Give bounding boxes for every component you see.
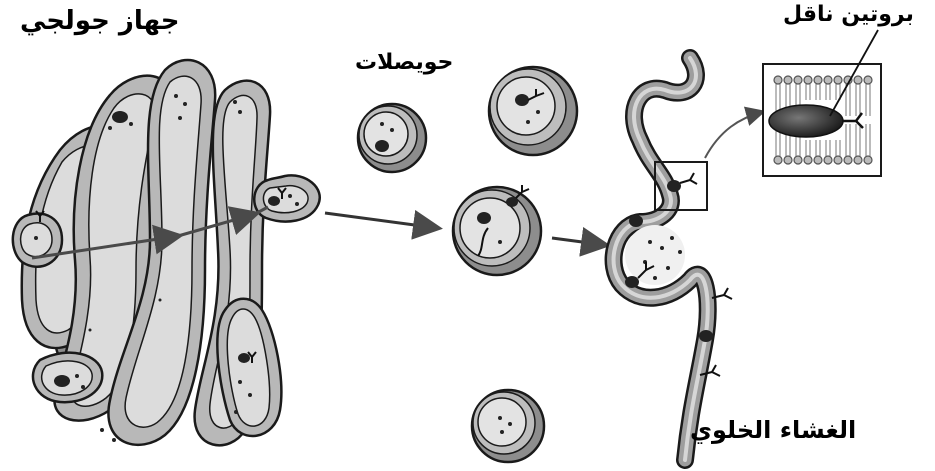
callout-arrow: [705, 112, 762, 158]
vesicle-top-left: [358, 104, 426, 172]
arrow-golgi-to-vesicle: [325, 213, 437, 228]
vesicles-label: حويصلات: [355, 50, 453, 75]
vesicle-bottom: [472, 390, 544, 462]
vesicle-middle: [453, 185, 541, 275]
arrow-vesicle-to-membrane: [552, 238, 605, 245]
cell-membrane: [614, 58, 708, 460]
cell-membrane-label: الغشاء الخلوي: [690, 416, 856, 444]
vesicle-top-right: [489, 67, 577, 155]
transport-protein-label: بروتين ناقل: [783, 2, 914, 27]
transport-protein-oval: [769, 105, 843, 137]
bilayer-inset: [763, 30, 881, 176]
golgi-label: جهاز جولجي: [20, 6, 180, 36]
